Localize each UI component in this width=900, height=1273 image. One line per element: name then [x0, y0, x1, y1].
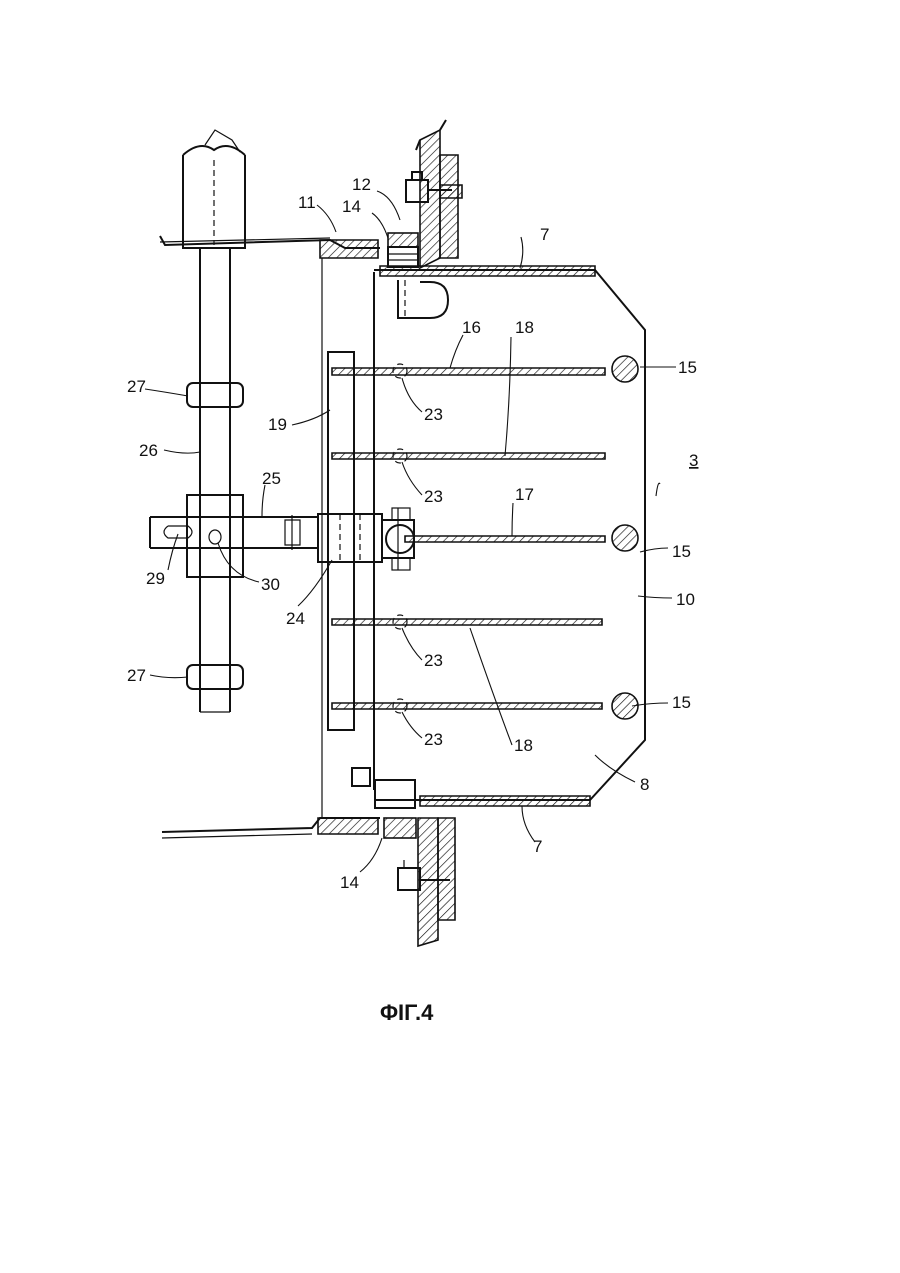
label-12: 12 — [352, 175, 371, 194]
label-23-2: 23 — [424, 487, 443, 506]
label-27-top: 27 — [127, 377, 146, 396]
louvre-blades — [332, 364, 605, 713]
label-23-4: 23 — [424, 730, 443, 749]
plate-19 — [328, 352, 354, 730]
label-23-1: 23 — [424, 405, 443, 424]
label-29: 29 — [146, 569, 165, 588]
label-18-top: 18 — [515, 318, 534, 337]
lower-wall-flange — [352, 768, 455, 946]
label-10: 10 — [676, 590, 695, 609]
figure-caption: ΦΙΓ.4 — [380, 1000, 434, 1025]
label-15-bottom: 15 — [672, 693, 691, 712]
label-15-mid: 15 — [672, 542, 691, 561]
label-15-top: 15 — [678, 358, 697, 377]
label-11: 11 — [298, 193, 316, 212]
label-19: 19 — [268, 415, 287, 434]
label-25: 25 — [262, 469, 281, 488]
label-14-bottom: 14 — [340, 873, 359, 892]
leader-lines — [145, 191, 676, 872]
label-7-bottom: 7 — [533, 837, 542, 856]
linkage-24 — [318, 508, 414, 570]
label-7-top: 7 — [540, 225, 549, 244]
label-14-top: 14 — [342, 197, 361, 216]
label-8: 8 — [640, 775, 649, 794]
label-30: 30 — [261, 575, 280, 594]
label-17: 17 — [515, 485, 534, 504]
label-18-bottom: 18 — [514, 736, 533, 755]
floor-plates — [160, 236, 380, 838]
label-16: 16 — [462, 318, 481, 337]
label-3: 3 — [689, 451, 698, 470]
label-26: 26 — [139, 441, 158, 460]
upper-wall-flange — [388, 120, 462, 268]
label-24: 24 — [286, 609, 305, 628]
label-27-bottom: 27 — [127, 666, 146, 685]
label-23-3: 23 — [424, 651, 443, 670]
round-bars-15 — [612, 356, 638, 719]
